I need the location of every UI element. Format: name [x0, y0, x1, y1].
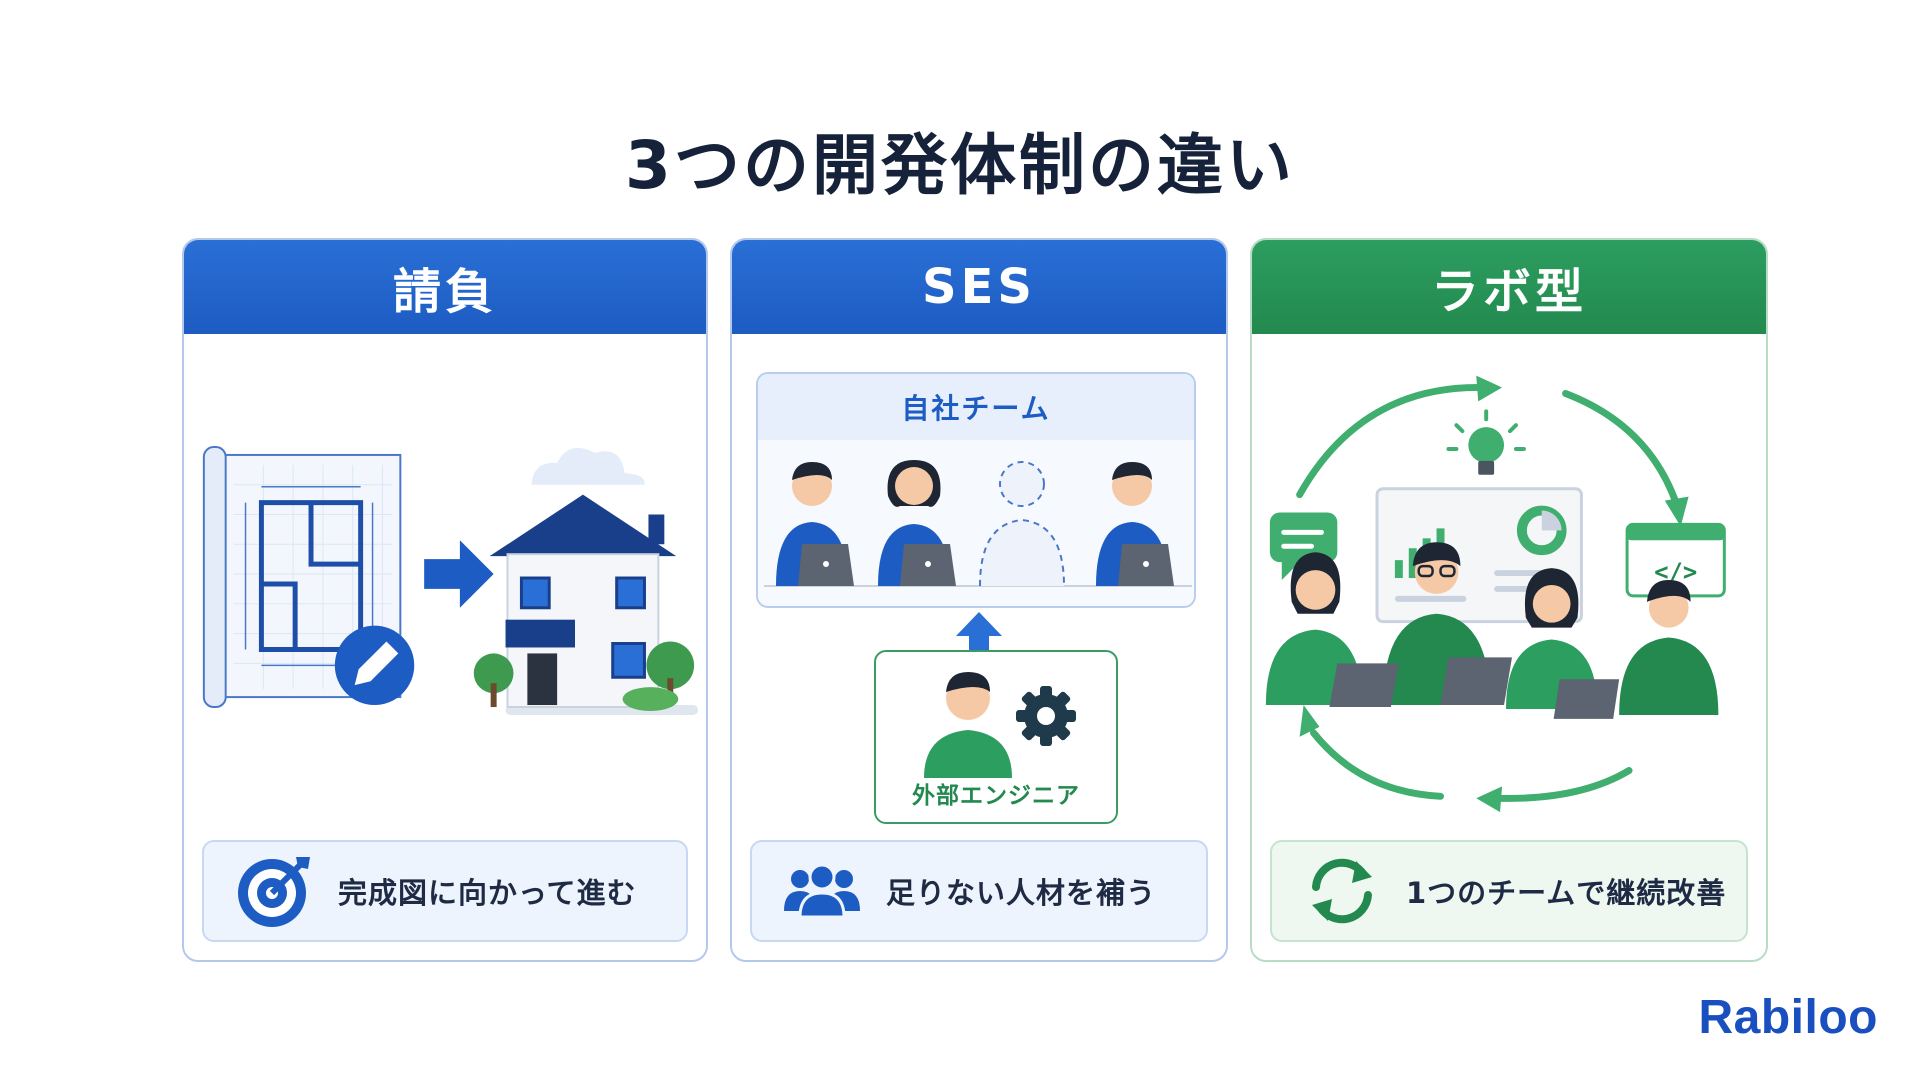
- own-team-box: 自社チーム: [756, 372, 1196, 608]
- footer-text-ses: 足りない人材を補う: [886, 870, 1156, 912]
- external-engineer-label: 外部エンジニア: [876, 776, 1116, 810]
- card-lab: ラボ型: [1250, 238, 1768, 962]
- rabiloo-logo: Rabiloo: [1699, 990, 1879, 1045]
- footer-ses: 足りない人材を補う: [750, 840, 1208, 942]
- page-title: 3つの開発体制の違い: [0, 112, 1920, 208]
- external-engineer-illustration: [906, 658, 1086, 778]
- footer-text-lab: 1つのチームで継続改善: [1406, 870, 1726, 912]
- engineer-person-icon: [924, 672, 1012, 778]
- card-header-lab: ラボ型: [1252, 240, 1766, 334]
- blueprint-house-illustration: [184, 334, 706, 824]
- footer-lab: 1つのチームで継続改善: [1270, 840, 1748, 942]
- card-ukeoi: 請負: [182, 238, 708, 962]
- target-icon: [234, 851, 314, 931]
- team-member-icon: [776, 462, 854, 586]
- footer-ukeoi: 完成図に向かって進む: [202, 840, 688, 942]
- external-engineer-box: 外部エンジニア: [874, 650, 1118, 824]
- arrow-right-icon: [424, 540, 493, 607]
- house-icon: [474, 495, 698, 715]
- team-member-icon: [878, 460, 956, 586]
- empty-slot-icon: [980, 462, 1064, 586]
- own-team-label: 自社チーム: [758, 374, 1194, 440]
- cloud-icon: [531, 448, 644, 485]
- footer-text-ukeoi: 完成図に向かって進む: [338, 870, 637, 912]
- card-ses: SES 自社チーム: [730, 238, 1228, 962]
- lab-team-cycle-illustration: </>: [1252, 334, 1766, 824]
- gear-icon: [1016, 686, 1076, 746]
- card-header-ses: SES: [732, 240, 1226, 334]
- lab-member-icon: [1619, 580, 1718, 715]
- team-member-icon: [1096, 462, 1174, 586]
- card-header-ukeoi: 請負: [184, 240, 706, 334]
- people-group-icon: [782, 851, 862, 931]
- lightbulb-icon: [1448, 411, 1523, 475]
- pencil-icon: [335, 626, 414, 705]
- refresh-cycle-icon: [1302, 851, 1382, 931]
- own-team-members-illustration: [758, 440, 1196, 608]
